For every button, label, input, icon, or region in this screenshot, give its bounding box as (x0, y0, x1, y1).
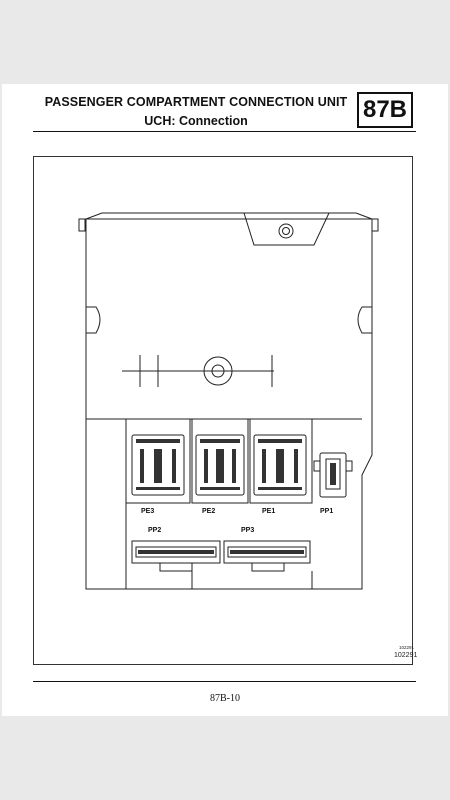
pp2-label: PP2 (148, 527, 162, 534)
figure-reference: 102291 (394, 652, 418, 659)
pe2-connector (195, 434, 245, 496)
page-number: 87B-10 (210, 693, 240, 704)
left-tab (86, 306, 101, 334)
pp3-label: PP3 (241, 527, 255, 534)
pe1-connector (253, 434, 307, 496)
right-pin (371, 218, 379, 232)
pe1-frame (249, 418, 313, 504)
pp1-label: PP1 (320, 508, 334, 515)
section-code-badge: 87B (357, 92, 413, 128)
mount-screw-outer (278, 223, 294, 239)
connection-unit-figure: PE3 PE2 PE1 PP1 PP2 PP3 102291 102291 (33, 156, 417, 665)
pp1-connector (319, 452, 347, 498)
figure-reference-small: 102291 (399, 645, 415, 650)
housing-top-bevel (85, 212, 373, 220)
pe1-label: PE1 (262, 508, 276, 515)
top-mount (243, 212, 330, 246)
left-pin (78, 218, 86, 232)
header-rule (33, 131, 416, 132)
center-screw-inner (211, 364, 225, 378)
housing-outline (85, 218, 373, 590)
connection-unit-drawing (78, 212, 379, 590)
pe2-label: PE2 (202, 508, 216, 515)
footer-rule (33, 681, 416, 682)
center-screw-outer (203, 356, 233, 386)
mount-screw-inner (282, 227, 290, 235)
pe3-label: PE3 (141, 508, 155, 515)
page-title: PASSENGER COMPARTMENT CONNECTION UNIT (44, 95, 348, 109)
pe2-frame (191, 418, 249, 504)
right-tab (357, 306, 372, 334)
page-subtitle: UCH: Connection (144, 114, 248, 128)
pe3-frame (125, 418, 191, 504)
pe3-connector (131, 434, 185, 496)
document-page: PASSENGER COMPARTMENT CONNECTION UNIT UC… (2, 84, 448, 716)
pp1-inner (325, 458, 341, 490)
